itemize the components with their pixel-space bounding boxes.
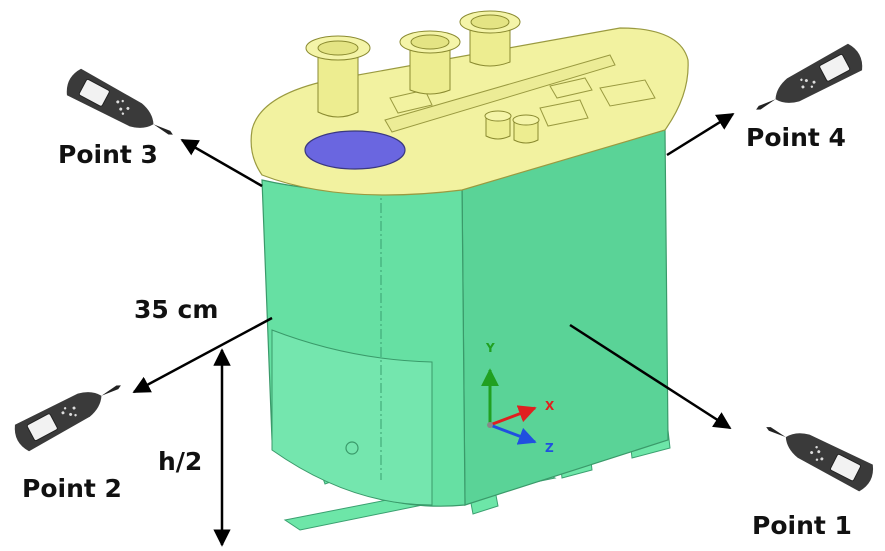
arrow-point-4 [666, 112, 735, 157]
label-point-3: Point 3 [58, 140, 158, 169]
bushing [459, 10, 521, 67]
axis-x-label: X [545, 399, 555, 413]
bushing [399, 30, 461, 95]
label-distance: 35 cm [134, 295, 218, 324]
hatch-cover [304, 130, 406, 170]
label-point-1: Point 1 [752, 511, 852, 540]
sound-level-meter-icon [10, 371, 129, 455]
sound-level-meter-icon [758, 413, 878, 495]
axis-y-label: Y [485, 341, 495, 355]
label-height: h/2 [158, 447, 202, 476]
arrow-point-1 [569, 323, 732, 430]
measurement-arrows [132, 112, 735, 547]
bushing [305, 35, 371, 118]
coordinate-axes: Y X Z [481, 341, 555, 455]
arrow-point-3 [180, 138, 263, 188]
label-point-4: Point 4 [746, 123, 846, 152]
axis-x [489, 405, 537, 427]
label-point-2: Point 2 [22, 474, 122, 503]
small-port [484, 110, 540, 144]
axis-z-label: Z [545, 441, 554, 455]
sound-level-meter-icon [62, 65, 181, 149]
axis-z [489, 423, 537, 445]
sound-level-meter-icon [748, 40, 867, 124]
tank-lid [250, 10, 689, 196]
transformer-tank [261, 95, 669, 507]
arrow-point-2 [132, 316, 273, 394]
